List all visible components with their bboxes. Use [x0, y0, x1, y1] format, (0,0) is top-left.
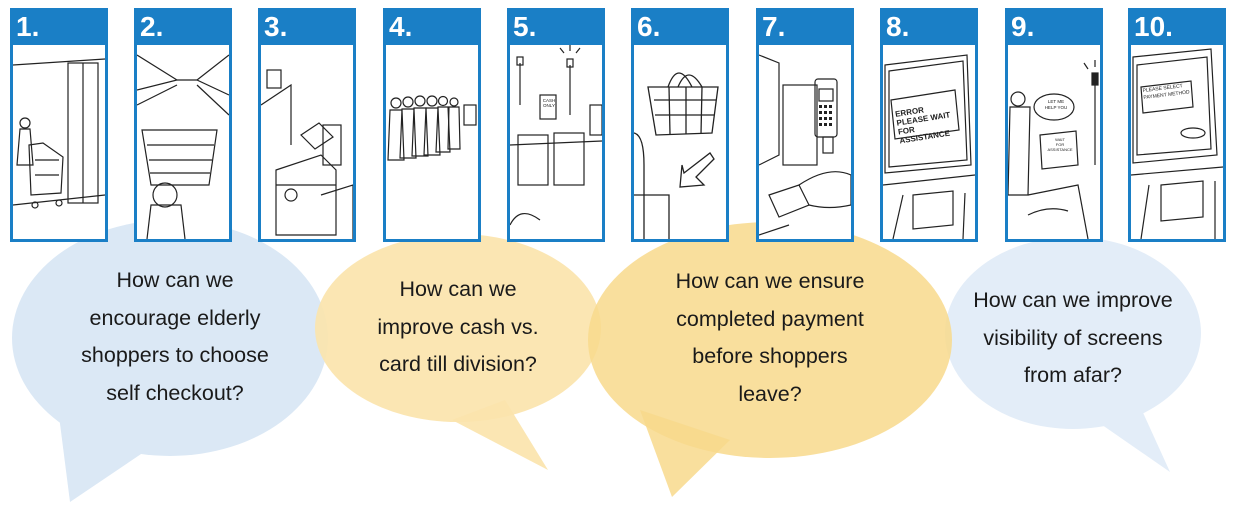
panel-number: 7. [762, 11, 786, 42]
speech-text: LET ME HELP YOU [1044, 99, 1068, 110]
panel-illustration: LET ME HELP YOU WAIT FOR ASSISTANCE [1008, 45, 1100, 239]
aisle-trolley-sketch [137, 54, 229, 239]
bubble-1 [12, 220, 328, 502]
panel-number: 8. [886, 11, 910, 42]
bubble-3 [588, 222, 952, 497]
panel-illustration [634, 45, 726, 239]
panel-number: 9. [1011, 11, 1035, 42]
panel-illustration [759, 45, 851, 239]
storyboard-panel-4: 4. [383, 8, 481, 242]
panel-illustration [13, 45, 105, 239]
panel-number: 1. [16, 11, 40, 42]
bubble-2 [315, 234, 601, 470]
panel-illustration: ERROR PLEASE WAIT FOR ASSISTANCE [883, 45, 975, 239]
bubble-4 [945, 237, 1201, 472]
screen-text: WAIT FOR ASSISTANCE [1047, 137, 1073, 152]
assistance-sketch [1008, 60, 1099, 239]
card-terminal-sketch [759, 54, 851, 236]
storyboard-panel-8: 8. ERROR PLEASE WAIT FOR ASSISTANCE [880, 8, 978, 242]
storyboard-panel-6: 6. [631, 8, 729, 242]
storyboard-panel-10: 10. PLEASE SELECT PAYMENT METHOD [1128, 8, 1226, 242]
panel-number: 3. [264, 11, 288, 42]
panel-number: 10. [1134, 11, 1173, 42]
cash-only-sign: CASH ONLY [542, 98, 556, 108]
storyboard-panel-5: 5. CASH ONLY [507, 8, 605, 242]
elderly-shopper-sketch [13, 58, 105, 209]
panel-illustration [137, 45, 229, 239]
storyboard-panel-3: 3. [258, 8, 356, 242]
storyboard-panel-2: 2. [134, 8, 232, 242]
panel-number: 4. [389, 11, 413, 42]
panel-illustration: PLEASE SELECT PAYMENT METHOD [1131, 45, 1223, 239]
kiosk-sketch [261, 69, 353, 239]
panel-illustration [386, 45, 478, 239]
storyboard-panel-9: 9. LET ME HELP YOU WAIT FOR ASSISTANCE [1005, 8, 1103, 242]
question-1: How can we encourage elderly shoppers to… [81, 268, 269, 405]
self-checkouts-sketch [510, 45, 602, 226]
question-3: How can we ensure completed payment befo… [675, 269, 865, 406]
panel-number: 5. [513, 11, 537, 42]
question-2: How can we improve cash vs. card till di… [377, 277, 539, 376]
error-screen-sketch [883, 54, 975, 239]
question-4: How can we improve visibility of screens… [973, 288, 1173, 387]
panel-number: 6. [637, 11, 661, 42]
payment-method-sketch [1131, 48, 1223, 239]
basket-sketch [634, 72, 719, 239]
panel-number: 2. [140, 11, 164, 42]
storyboard-panel-7: 7. [756, 8, 854, 242]
queue-sketch [387, 95, 477, 161]
panel-illustration [261, 45, 353, 239]
storyboard-panel-1: 1. [10, 8, 108, 242]
panel-illustration: CASH ONLY [510, 45, 602, 239]
